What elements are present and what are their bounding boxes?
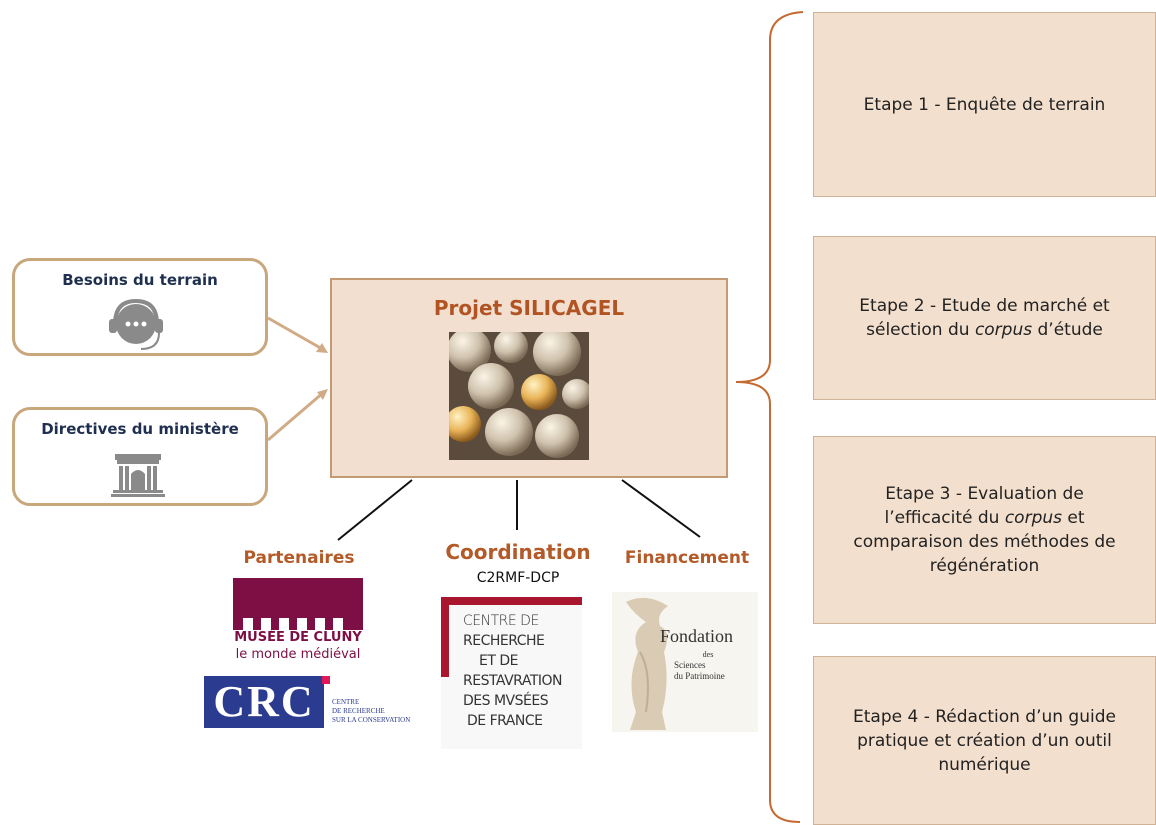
input-field-directives: Directives du ministère	[12, 407, 268, 506]
input-field-needs: Besoins du terrain	[12, 258, 268, 356]
musee-de-cluny-logo: MUSÉE DE CLUNY le monde médiéval	[233, 578, 363, 666]
step-1-box: Etape 1 - Enquête de terrain	[813, 12, 1156, 197]
silica-gel-photo	[449, 332, 589, 460]
c2rmf-logo: CENTRE DE RECHERCHE ET DE RESTAVRATION D…	[441, 597, 582, 749]
crc-logo-mark: CRC	[204, 676, 324, 728]
step-3-line-4: régénération	[929, 556, 1040, 576]
step-4-line-2: pratique et création d’un outil	[857, 730, 1112, 751]
fondation-logo-des: des	[702, 650, 714, 659]
step-1-text: Etape 1 - Enquête de terrain	[863, 94, 1106, 115]
c2rmf-line-6: DE FRANCE	[467, 713, 543, 729]
fondation-sciences-patrimoine-logo: Fondation des Sciences du Patrimoine	[612, 592, 758, 732]
step-3-box: Etape 3 - Evaluation de l’efficacité du …	[813, 436, 1156, 624]
crc-accent-square	[322, 676, 330, 684]
ministry-building-icon	[111, 450, 165, 502]
crc-logo: CRC CENTRE DE RECHERCHE SUR LA CONSERVAT…	[204, 676, 428, 730]
crc-logo-line3: SUR LA CONSERVATION	[332, 716, 411, 724]
step-3-line-2: l’efficacité du corpus et	[884, 508, 1085, 528]
funding-label: Financement	[624, 548, 750, 568]
cluny-logo-tagline: le monde médiéval	[235, 647, 361, 662]
winged-victory-statue-image	[626, 597, 668, 730]
fondation-logo-sciences: Sciences	[674, 660, 706, 670]
project-title: Projet SILICAGEL	[433, 296, 625, 320]
crc-logo-line2: DE RECHERCHE	[332, 707, 385, 715]
coordination-subtitle: C2RMF-DCP	[476, 570, 560, 586]
crc-logo-line1: CENTRE	[332, 698, 360, 706]
step-3-line-3: comparaison des méthodes de	[853, 532, 1116, 552]
cluny-logo-name: MUSÉE DE CLUNY	[234, 630, 362, 645]
input-title-directives: Directives du ministère	[41, 420, 239, 438]
step-4-line-1: Etape 4 - Rédaction d’un guide	[853, 706, 1116, 727]
c2rmf-line-1: CENTRE DE	[463, 613, 539, 629]
step-4-line-3: numérique	[938, 754, 1031, 775]
step-2-box: Etape 2 - Etude de marché et sélection d…	[813, 236, 1156, 400]
fondation-logo-patrimoine: du Patrimoine	[674, 671, 725, 681]
step-4-box: Etape 4 - Rédaction d’un guide pratique …	[813, 656, 1156, 825]
coordination-label: Coordination	[445, 540, 591, 564]
project-box: Projet SILICAGEL	[330, 278, 728, 478]
c2rmf-top-bar	[441, 597, 582, 605]
c2rmf-line-2: RECHERCHE	[463, 633, 545, 649]
step-2-line-1: Etape 2 - Etude de marché et	[859, 296, 1110, 316]
fondation-logo-name: Fondation	[660, 626, 734, 646]
step-3-line-1: Etape 3 - Evaluation de	[885, 484, 1084, 504]
c2rmf-line-4: RESTAVRATION	[463, 673, 563, 689]
partners-label: Partenaires	[243, 548, 355, 568]
step-2-line-2: sélection du corpus d’étude	[866, 320, 1103, 340]
c2rmf-side-bar	[441, 597, 449, 677]
input-title-needs: Besoins du terrain	[62, 271, 218, 289]
c2rmf-line-5: DES MVSÉES	[463, 693, 549, 709]
c2rmf-line-3: ET DE	[479, 653, 518, 669]
headset-chat-icon	[107, 297, 165, 357]
